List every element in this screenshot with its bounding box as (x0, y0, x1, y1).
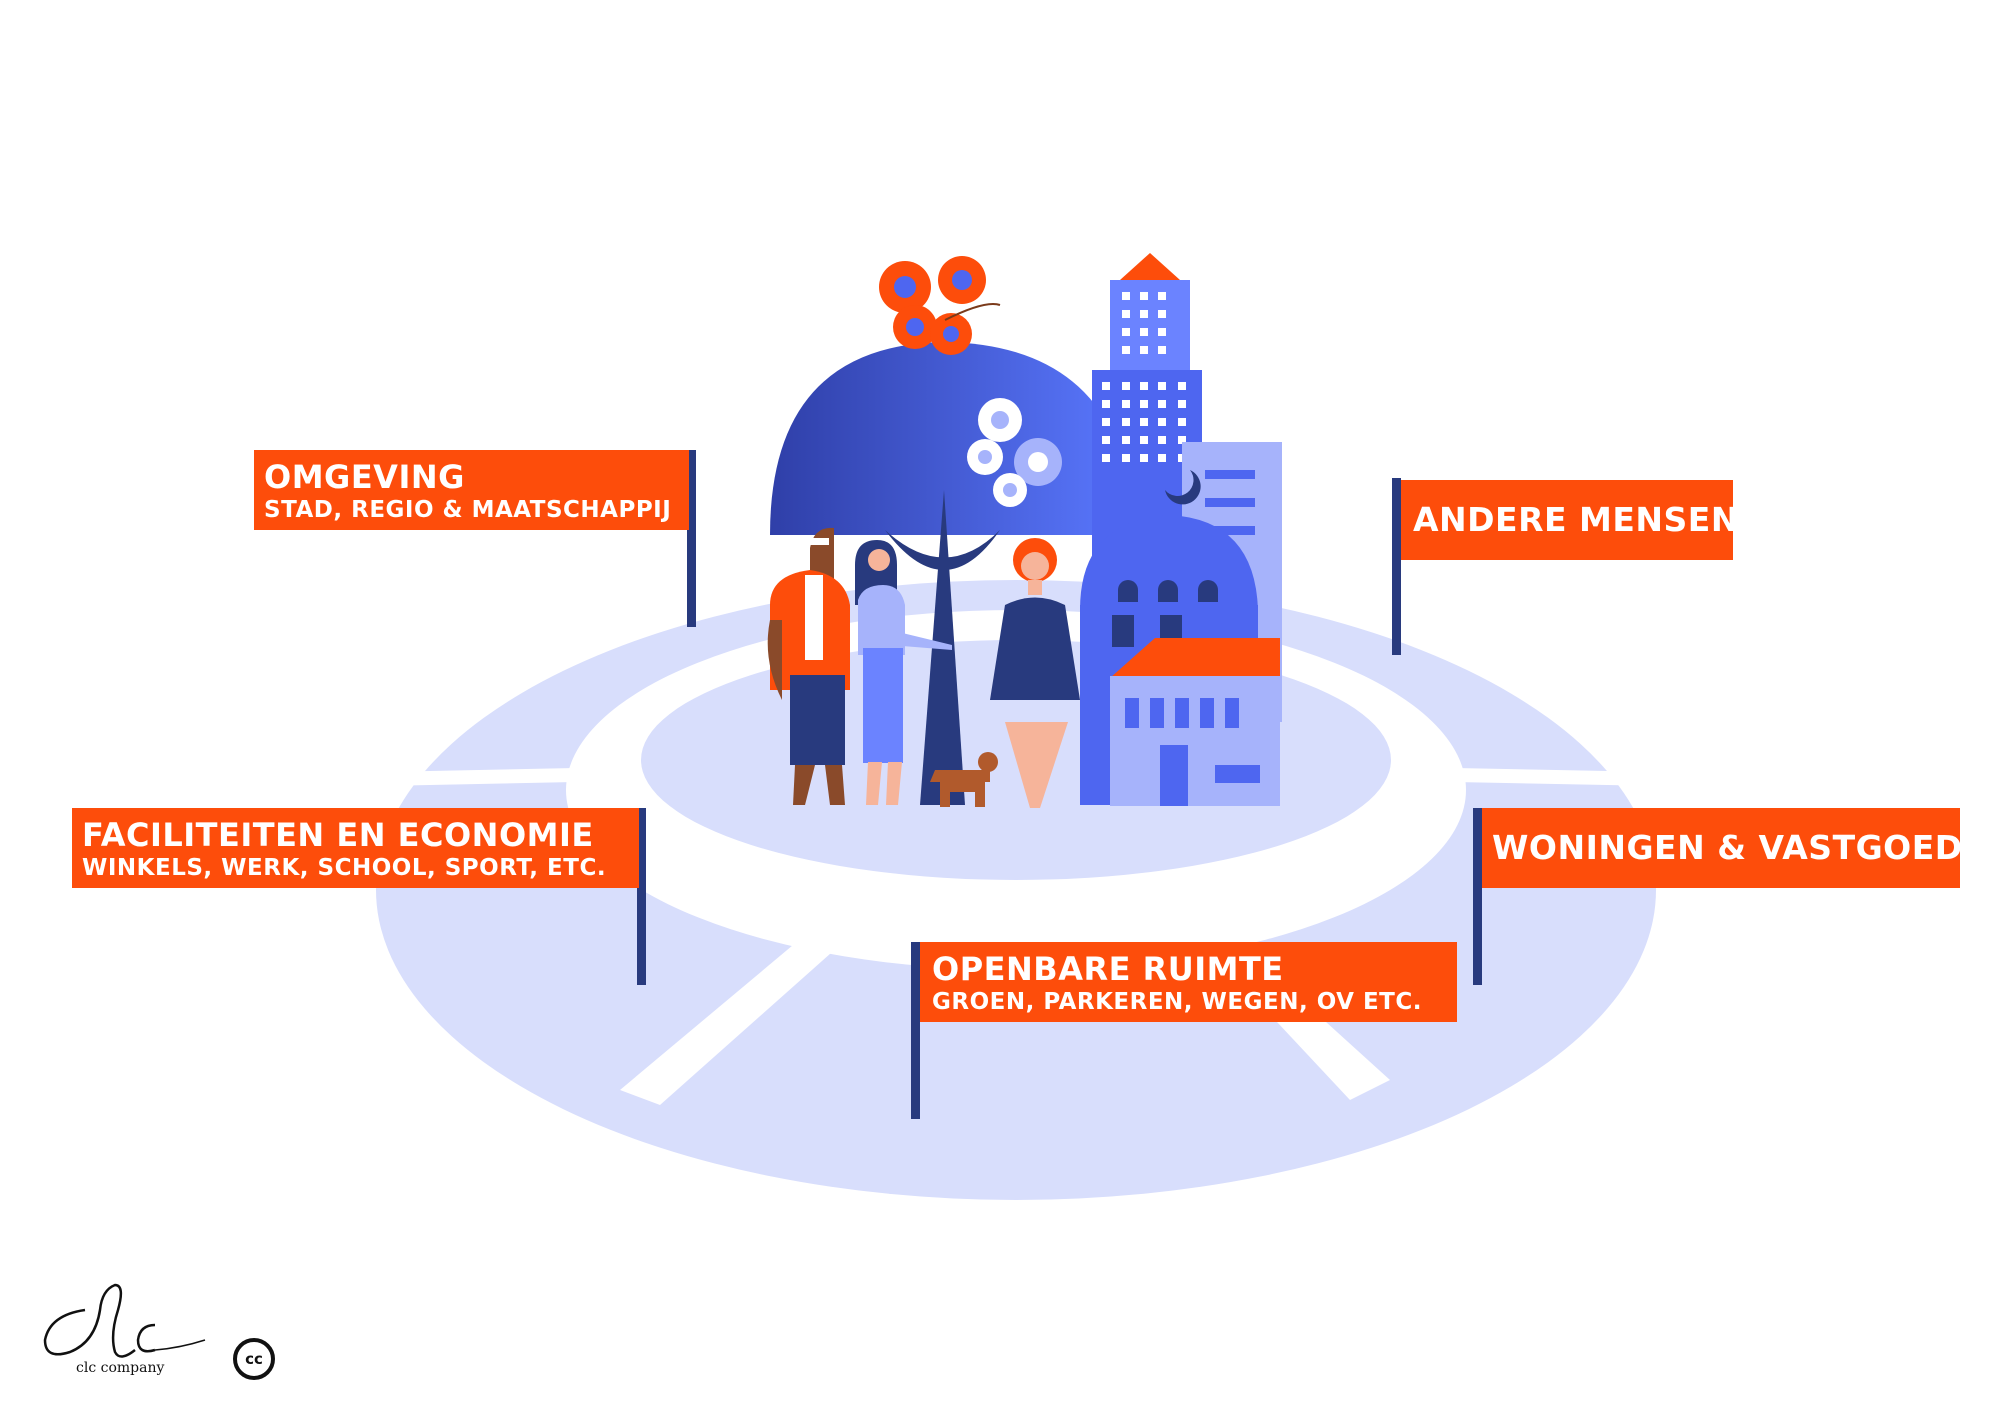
house-icon (1110, 638, 1280, 806)
butterfly-icon (879, 256, 1001, 355)
person-icon (990, 538, 1080, 808)
logo-caption: clc company (76, 1360, 165, 1376)
flag-woningen: WONINGEN & VASTGOED (1482, 808, 1963, 888)
flag-faciliteiten: FACILITEITEN EN ECONOMIE WINKELS, WERK, … (72, 808, 639, 888)
person-icon (767, 527, 850, 805)
person-icon (855, 540, 952, 805)
flag-title: WONINGEN & VASTGOED (1492, 828, 1963, 867)
flag-subtitle: STAD, REGIO & MAATSCHAPPIJ (264, 497, 672, 523)
creative-commons-icon: cc (233, 1338, 275, 1380)
flag-andere-mensen: ANDERE MENSEN (1401, 480, 1739, 560)
flag-title: ANDERE MENSEN (1413, 500, 1739, 539)
flag-openbare-ruimte: OPENBARE RUIMTE GROEN, PARKEREN, WEGEN, … (920, 942, 1457, 1022)
butterfly-icon (967, 398, 1062, 507)
flag-omgeving: OMGEVING STAD, REGIO & MAATSCHAPPIJ (254, 450, 689, 530)
flag-poles (637, 450, 1482, 1119)
flag-title: OPENBARE RUIMTE (932, 950, 1284, 988)
flag-subtitle: GROEN, PARKEREN, WEGEN, OV ETC. (932, 989, 1422, 1015)
flag-title: FACILITEITEN EN ECONOMIE (82, 816, 594, 854)
pen-script-logo (43, 1283, 206, 1358)
dog-icon (930, 752, 998, 807)
flag-title: OMGEVING (264, 458, 465, 496)
flag-subtitle: WINKELS, WERK, SCHOOL, SPORT, ETC. (82, 855, 607, 881)
